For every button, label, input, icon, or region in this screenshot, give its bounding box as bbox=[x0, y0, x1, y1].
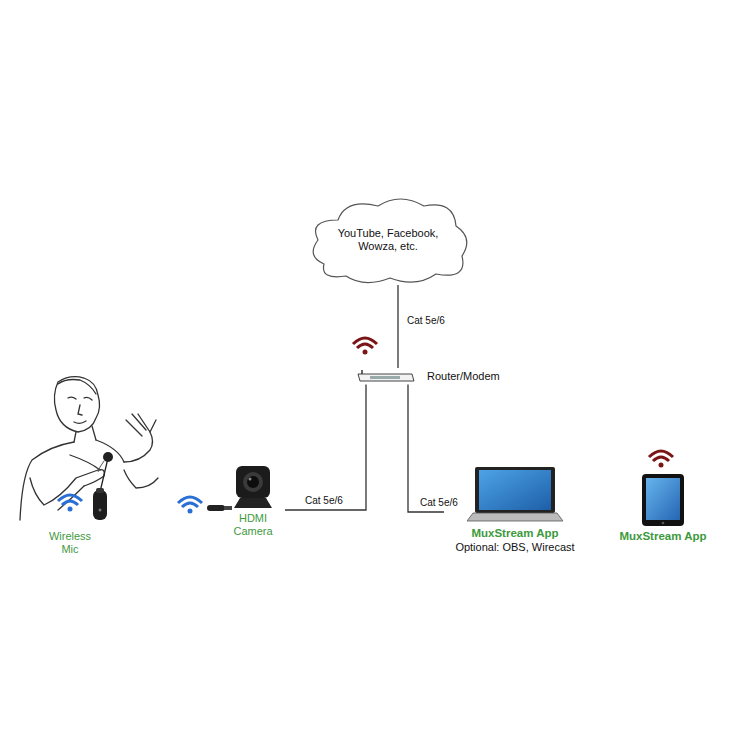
wifi-symbol bbox=[58, 495, 82, 512]
cable-label: Cat 5e/6 bbox=[418, 497, 460, 509]
wifi-symbol bbox=[178, 497, 202, 514]
cloud-node: YouTube, Facebook, Wowza, etc. bbox=[302, 192, 474, 288]
camera-antenna bbox=[207, 504, 233, 512]
cable-label: Cat 5e/6 bbox=[303, 495, 345, 507]
node-text: Optional: OBS, Wirecast bbox=[444, 541, 586, 554]
node-text: HDMI Camera bbox=[233, 512, 273, 538]
cat-cable bbox=[408, 385, 444, 513]
router-icon bbox=[356, 370, 416, 382]
wireless-mic-node: Wireless Mic bbox=[40, 488, 120, 562]
camera-node: HDMI Camera bbox=[221, 464, 285, 540]
cat-cable bbox=[285, 385, 366, 511]
node-text: YouTube, Facebook, Wowza, etc. bbox=[332, 227, 444, 253]
lavalier-mic bbox=[103, 452, 113, 462]
laptop-node: MuxStream AppOptional: OBS, Wirecast bbox=[444, 466, 586, 558]
wifi-symbol bbox=[353, 338, 377, 355]
node-text: MuxStream App bbox=[610, 530, 716, 543]
node-text: Wireless Mic bbox=[48, 530, 92, 556]
presenter-figure bbox=[20, 377, 158, 520]
cable-label: Cat 5e/6 bbox=[405, 315, 447, 327]
mic-transmitter bbox=[40, 488, 120, 522]
tablet-node: MuxStream App bbox=[610, 474, 716, 546]
router-node: Router/Modem bbox=[356, 368, 526, 385]
laptop-icon bbox=[467, 466, 563, 522]
mic-cable bbox=[98, 461, 104, 472]
node-text: MuxStream App bbox=[444, 527, 586, 540]
node-text: Router/Modem bbox=[427, 370, 500, 383]
cat-cable bbox=[397, 285, 398, 368]
ptz-camera-icon bbox=[226, 464, 280, 510]
tablet-icon bbox=[642, 474, 684, 526]
wifi-symbol bbox=[649, 451, 673, 468]
